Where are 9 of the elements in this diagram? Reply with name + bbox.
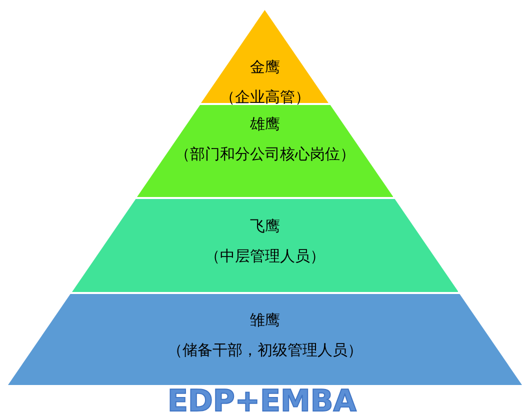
tier-description: （中层管理人员） — [204, 248, 325, 267]
tier-description: （部门和分公司核心岗位） — [174, 145, 355, 165]
tier-title: 金鹰 — [250, 58, 280, 78]
tier-title: 雄鹰 — [250, 116, 280, 135]
tier-title: 飞鹰 — [250, 218, 280, 237]
tier-title: 雏鹰 — [250, 312, 280, 331]
program-label: EDP+EMBA — [168, 384, 356, 420]
tier-description: （储备干部，初级管理人员） — [168, 342, 362, 361]
tier-description: （企业高管） — [220, 88, 310, 108]
